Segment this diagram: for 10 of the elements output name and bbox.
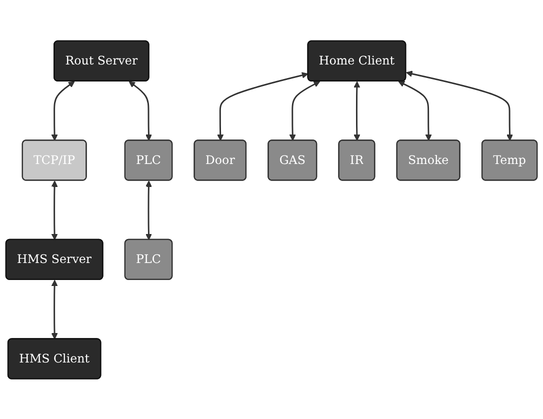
arrow <box>289 80 320 141</box>
arrow <box>398 80 432 141</box>
arrow <box>145 180 152 240</box>
arrow <box>128 80 152 141</box>
arrow <box>406 70 514 141</box>
arrow <box>354 80 360 141</box>
arrow <box>51 280 58 340</box>
arrow <box>217 72 308 141</box>
arrow <box>51 180 58 240</box>
arrow <box>51 80 75 141</box>
